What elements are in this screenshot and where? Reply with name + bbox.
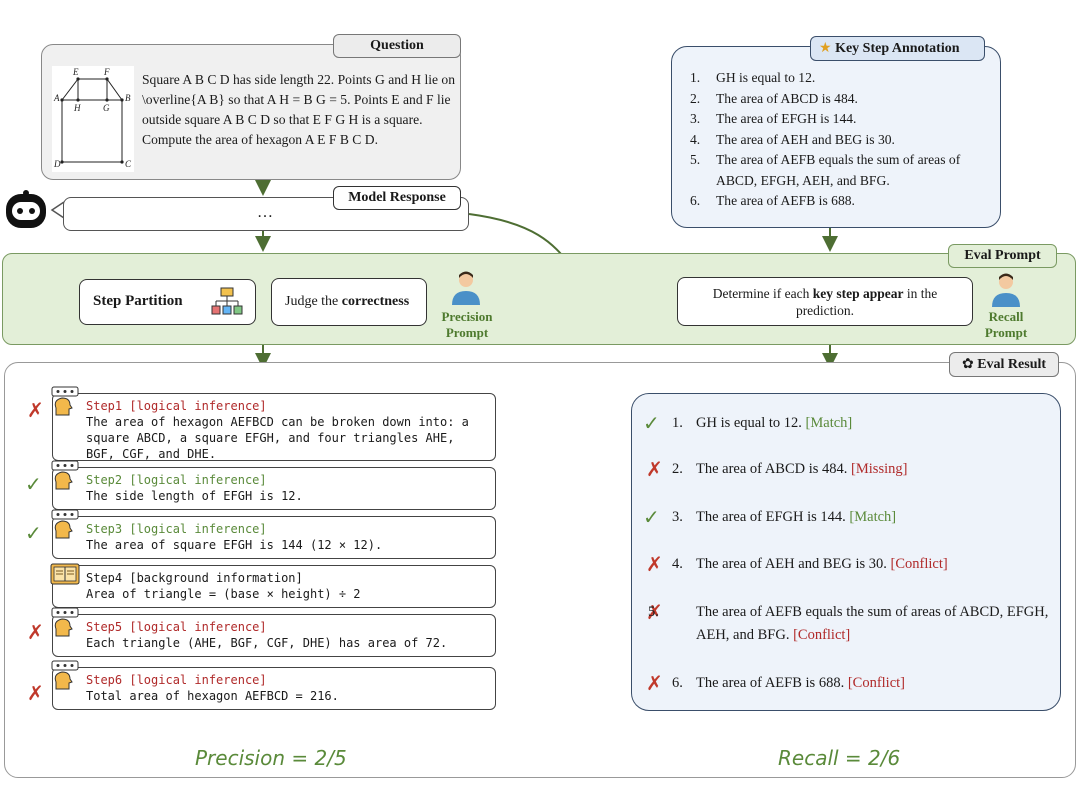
precision-prompt-label: Precision Prompt [441, 309, 493, 340]
step-box-3: Step3 [logical inference] The area of sq… [52, 516, 496, 559]
check-mark-icon: ✓ [643, 505, 660, 529]
figure-label-b: B [125, 93, 131, 103]
step-header: Step6 [logical inference] [86, 673, 267, 687]
cross-mark-icon: ✗ [646, 552, 663, 576]
key-step-item: 4.The area of AEH and BEG is 30. [690, 131, 895, 147]
square-geometry-figure: E F A B H G D C [52, 66, 134, 172]
key-step-item: 3.The area of EFGH is 144. [690, 111, 857, 126]
response-ellipsis: … [257, 204, 273, 221]
thinking-head-icon [51, 386, 79, 416]
key-step-list: 1.GH is equal to 12. 2.The area of ABCD … [690, 68, 995, 212]
recall-prompt-label: Recall Prompt [984, 309, 1028, 340]
key-step-item: 5.The area of AEFB equals the sum of are… [690, 152, 961, 188]
determine-key-step-text: Determine if each key step appear in the… [712, 286, 938, 318]
step-header: Step5 [logical inference] [86, 620, 267, 634]
figure-label-e: E [72, 67, 79, 77]
step-body: The side length of EFGH is 12. [86, 489, 303, 503]
figure-label-d: D [53, 159, 61, 169]
eval-result-tag: ✿ Eval Result [949, 352, 1059, 377]
thinking-head-icon [51, 460, 79, 490]
step-box-4: Step4 [background information] Area of t… [52, 565, 496, 608]
step-box-5: Step5 [logical inference] Each triangle … [52, 614, 496, 657]
step-body: The area of hexagon AEFBCD can be broken… [86, 415, 469, 461]
cross-mark-icon: ✗ [27, 681, 44, 705]
question-text: Square A B C D has side length 22. Point… [142, 72, 456, 147]
recall-item: 5.The area of AEFB equals the sum of are… [648, 604, 1049, 643]
recall-score: Recall = 2/6 [778, 746, 901, 770]
recall-item: 6.The area of AEFB is 688. [Conflict] [672, 675, 906, 691]
step-partition-label: Step Partition [93, 293, 183, 309]
cross-mark-icon: ✗ [27, 620, 44, 644]
check-mark-icon: ✓ [643, 411, 660, 435]
step-box-1: Step1 [logical inference] The area of he… [52, 393, 496, 461]
figure-label-g: G [103, 103, 110, 113]
cross-mark-icon: ✗ [27, 398, 44, 422]
hierarchy-icon [211, 287, 243, 315]
step-header: Step2 [logical inference] [86, 473, 267, 487]
step-header: Step3 [logical inference] [86, 522, 267, 536]
recall-item: 4.The area of AEH and BEG is 30. [Confli… [672, 556, 948, 572]
robot-icon [6, 190, 46, 228]
key-step-annotation-tag: ★ Key Step Annotation [810, 36, 985, 61]
figure-label-h: H [73, 103, 81, 113]
judge-correctness-bubble [271, 278, 427, 326]
person-icon-precision [452, 271, 480, 305]
cross-mark-icon: ✗ [646, 671, 663, 695]
step-box-2: Step2 [logical inference] The side lengt… [52, 467, 496, 510]
speech-tail [50, 201, 65, 219]
check-mark-icon: ✓ [25, 472, 42, 496]
recall-result-box [631, 393, 1061, 711]
cross-mark-icon: ✗ [646, 600, 663, 624]
step-body: Total area of hexagon AEFBCD = 216. [86, 689, 339, 703]
key-step-item: 1.GH is equal to 12. [690, 70, 816, 85]
determine-key-step-bubble [677, 277, 973, 326]
recall-item: 2.The area of ABCD is 484. [Missing] [672, 461, 908, 477]
openai-logo-icon: ✿ [961, 356, 974, 372]
step-header: Step4 [background information] [86, 571, 303, 585]
step-body: Each triangle (AHE, BGF, CGF, DHE) has a… [86, 636, 448, 650]
key-step-annotation-title: Key Step Annotation [835, 41, 960, 56]
recall-item: 1.GH is equal to 12. [Match] [672, 415, 853, 431]
thinking-head-icon [51, 607, 79, 637]
eval-prompt-tag: Eval Prompt [948, 244, 1057, 268]
step-box-6: Step6 [logical inference] Total area of … [52, 667, 496, 710]
figure-label-f: F [103, 67, 110, 77]
star-icon: ★ [819, 40, 832, 56]
cross-mark-icon: ✗ [646, 457, 663, 481]
figure-label-a: A [53, 93, 60, 103]
judge-correctness-text: Judge the correctness [285, 294, 410, 309]
precision-score: Precision = 2/5 [195, 746, 347, 770]
recall-item: 3.The area of EFGH is 144. [Match] [672, 509, 897, 525]
eval-result-title: Eval Result [977, 357, 1047, 372]
model-response-tag: Model Response [333, 186, 461, 210]
check-mark-icon: ✓ [25, 521, 42, 545]
key-step-item: 2.The area of ABCD is 484. [690, 90, 858, 106]
thinking-head-icon [51, 509, 79, 539]
person-icon-recall [992, 273, 1020, 307]
book-icon [50, 563, 80, 585]
question-tag: Question [333, 34, 461, 58]
step-body: Area of triangle = (base × height) ÷ 2 [86, 587, 361, 601]
thinking-head-icon [51, 660, 79, 690]
step-body: The area of square EFGH is 144 (12 × 12)… [86, 538, 383, 552]
step-header: Step1 [logical inference] [86, 399, 267, 413]
key-step-item: 6.The area of AEFB is 688. [690, 193, 855, 208]
figure-label-c: C [125, 159, 132, 169]
